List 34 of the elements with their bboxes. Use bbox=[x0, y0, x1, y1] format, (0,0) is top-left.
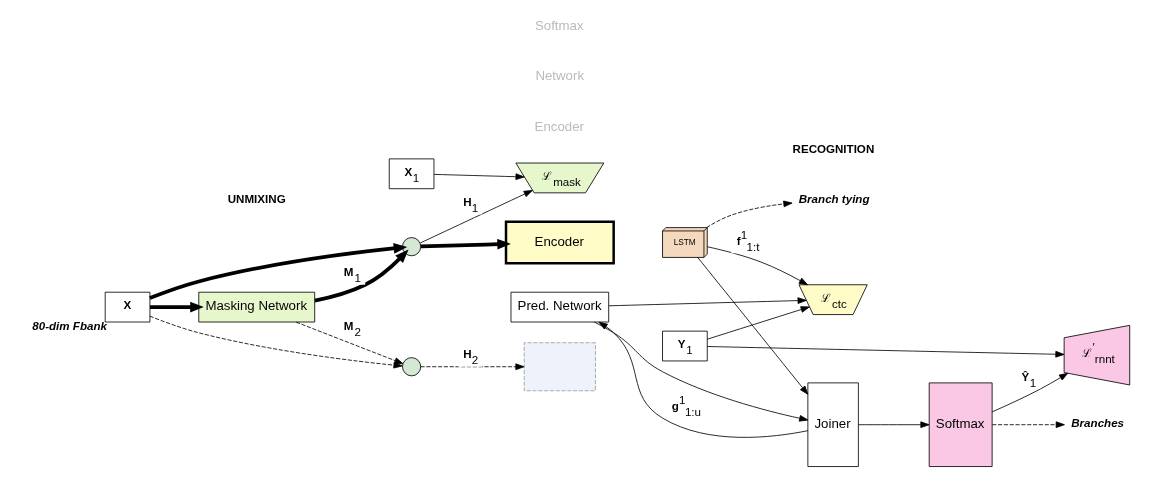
arrow bbox=[314, 249, 409, 303]
node-box: Pred. Network bbox=[510, 291, 610, 323]
node-circle bbox=[402, 237, 422, 257]
arrow bbox=[150, 301, 204, 313]
arrow bbox=[433, 173, 525, 181]
node-box bbox=[523, 342, 596, 392]
arrow bbox=[295, 321, 404, 365]
arrow bbox=[706, 200, 793, 228]
arrow bbox=[598, 321, 809, 438]
arrow bbox=[149, 243, 408, 300]
node-box: Encoder bbox=[504, 220, 615, 265]
node-text: Branch tying bbox=[798, 193, 870, 206]
arrow bbox=[420, 363, 525, 371]
node-text: Branches bbox=[1071, 416, 1125, 429]
label: Network bbox=[535, 68, 585, 84]
arrow bbox=[697, 257, 809, 395]
label: Encoder bbox=[534, 118, 584, 134]
node-box: Joiner bbox=[807, 382, 859, 467]
arrow bbox=[420, 238, 511, 250]
arrow bbox=[608, 297, 807, 307]
label: UNMIXING bbox=[227, 192, 286, 205]
arrow bbox=[991, 421, 1065, 429]
node-box: Masking Network bbox=[198, 291, 316, 323]
arrow bbox=[706, 306, 810, 340]
label: RECOGNITION bbox=[792, 142, 875, 155]
arrow bbox=[858, 421, 930, 429]
arrow bbox=[991, 372, 1069, 413]
node-box: Softmax bbox=[928, 382, 993, 467]
node-box: X bbox=[104, 291, 151, 323]
arrow bbox=[707, 346, 1065, 358]
label: Softmax bbox=[535, 17, 584, 33]
node-label: 80-dim Fbank bbox=[32, 320, 107, 333]
node-circle bbox=[402, 357, 422, 377]
arrow bbox=[707, 246, 808, 286]
